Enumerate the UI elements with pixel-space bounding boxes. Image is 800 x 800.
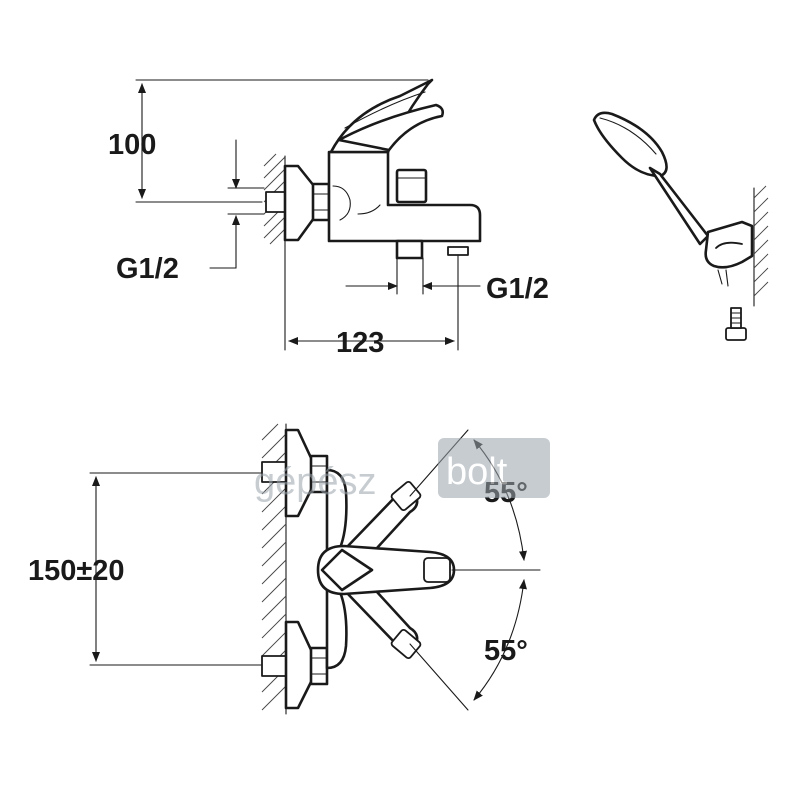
dimension-thread-right: G1/2 (486, 273, 549, 305)
watermark: gépész bolt (254, 438, 550, 503)
dimension-height-top: 100 (108, 129, 156, 161)
watermark-text-right: bolt (446, 451, 508, 493)
watermark-text-left: gépész (254, 461, 377, 503)
screw-icon (725, 307, 747, 341)
watermark-box (438, 438, 550, 498)
hand-shower-view (592, 111, 769, 341)
dimension-thread-left: G1/2 (116, 253, 179, 285)
dimension-spacing: 150±20 (28, 555, 125, 587)
dimension-angle-lower: 55° (484, 635, 528, 667)
top-view (89, 423, 541, 715)
side-view (135, 78, 482, 351)
dimension-width: 123 (336, 327, 384, 359)
wall-hatch-shower (753, 185, 769, 307)
